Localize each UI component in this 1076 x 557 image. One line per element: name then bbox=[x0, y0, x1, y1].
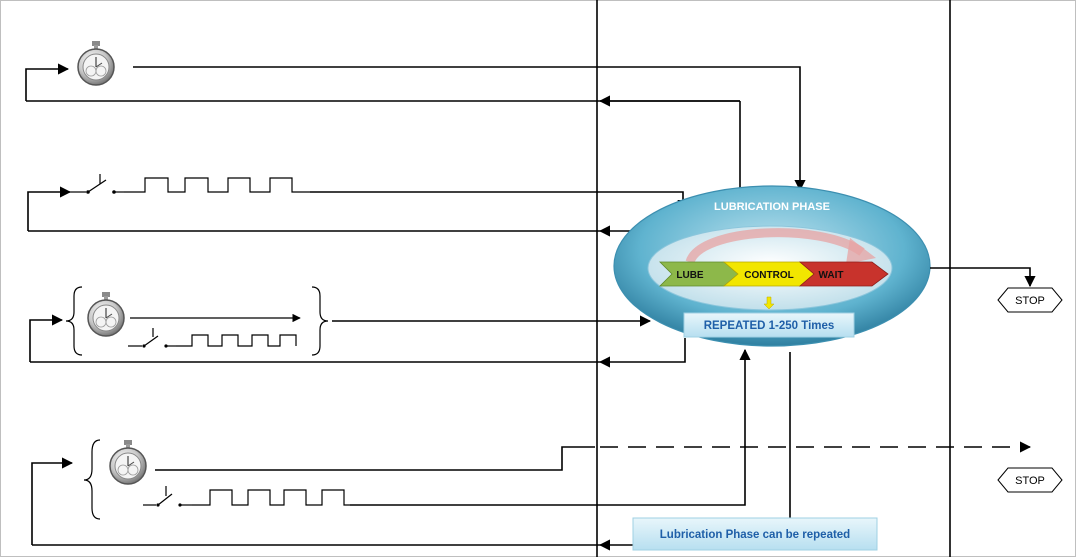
pulse-train-symbol bbox=[124, 177, 310, 193]
row-1-loop-in-arrow bbox=[25, 63, 70, 101]
row-4-timer-pulse bbox=[31, 348, 1032, 551]
switch-symbol bbox=[128, 328, 176, 348]
switch-symbol bbox=[143, 486, 192, 507]
row-2-signal-arrow bbox=[310, 191, 689, 212]
stopwatch-icon bbox=[77, 40, 115, 86]
repeat-note-box bbox=[632, 517, 878, 551]
repeat-label-box bbox=[683, 312, 855, 338]
stop-node-2: STOP bbox=[997, 467, 1063, 493]
wait-step bbox=[798, 261, 889, 287]
row-1-timer bbox=[25, 40, 806, 203]
repeat-down-arrow bbox=[763, 296, 775, 310]
repeat-swirl-arrowhead bbox=[846, 238, 876, 264]
row-1-signal-arrow bbox=[133, 66, 806, 192]
stopwatch-icon bbox=[109, 439, 147, 485]
pulse-train-symbol bbox=[176, 334, 297, 347]
phase-title: LUBRICATION PHASE bbox=[714, 201, 830, 213]
row-3-feedback-arrow bbox=[598, 338, 686, 368]
brace-symbol bbox=[83, 439, 101, 520]
lube-step-label: LUBE bbox=[676, 270, 704, 281]
switch-symbol bbox=[70, 174, 124, 194]
repeat-note: Lubrication Phase can be repeated bbox=[632, 517, 878, 551]
wait-step-label: WAIT bbox=[819, 270, 844, 281]
row-4-signal-arrow bbox=[350, 348, 751, 506]
stopwatch-icon bbox=[87, 291, 125, 337]
row-3-loop-in-arrow bbox=[29, 314, 64, 362]
repeat-note-label: Lubrication Phase can be repeated bbox=[660, 529, 850, 541]
row-4-feedback-arrow bbox=[598, 352, 791, 551]
phase-to-stop-arrow bbox=[930, 267, 1036, 288]
stop-label-1: STOP bbox=[1015, 295, 1045, 307]
brace-symbol-close bbox=[311, 286, 329, 356]
control-step-label: CONTROL bbox=[744, 270, 793, 281]
row-3-timer-pulse bbox=[29, 286, 686, 368]
row-4-timer-line bbox=[155, 446, 595, 471]
repeat-swirl-arrow bbox=[685, 228, 865, 265]
brace-symbol bbox=[65, 286, 83, 356]
row-4-loop-in-arrow bbox=[31, 457, 74, 545]
lubrication-phase-node: LUBRICATION PHASE LUBE CONTROL WAIT REPE… bbox=[613, 185, 931, 347]
stop-node-1: STOP bbox=[997, 287, 1063, 313]
stop-label-2: STOP bbox=[1015, 475, 1045, 487]
row-2-loop-in-arrow bbox=[27, 186, 72, 231]
pulse-train-symbol bbox=[192, 489, 350, 506]
repeat-label: REPEATED 1-250 Times bbox=[704, 320, 835, 332]
row-2-pulse bbox=[27, 174, 689, 237]
